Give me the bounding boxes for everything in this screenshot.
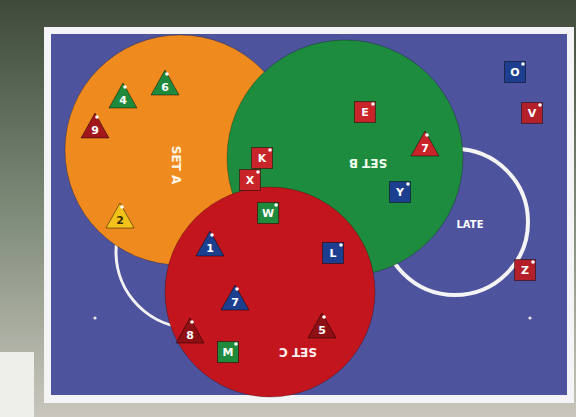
square-piece: Z xyxy=(514,259,536,281)
pin-dot xyxy=(528,316,531,319)
square-shape xyxy=(355,102,376,123)
piece-label: 6 xyxy=(161,82,169,93)
triangle-shape xyxy=(151,70,179,95)
pin-dot xyxy=(120,205,124,209)
pin-dot xyxy=(95,115,99,119)
pin-dot xyxy=(93,316,96,319)
square-shape xyxy=(240,170,261,191)
triangle-piece: 7 xyxy=(410,130,440,157)
square-shape xyxy=(323,243,344,264)
set-label: SET B xyxy=(349,157,387,169)
triangle-piece: 9 xyxy=(80,112,110,139)
piece-label: W xyxy=(262,208,274,219)
pin-dot xyxy=(234,342,238,346)
pin-dot xyxy=(210,233,214,237)
square-piece: M xyxy=(217,341,239,363)
pin-dot xyxy=(521,62,525,66)
set-label: SET C xyxy=(279,346,317,358)
pin-dot xyxy=(406,182,410,186)
pin-dot xyxy=(274,203,278,207)
pin-dot xyxy=(425,133,429,137)
square-piece: W xyxy=(257,202,279,224)
square-piece: Y xyxy=(389,181,411,203)
pin-dot xyxy=(322,315,326,319)
piece-label: M xyxy=(223,347,234,358)
triangle-piece: 7 xyxy=(220,284,250,311)
piece-label: K xyxy=(258,153,267,164)
piece-label: 7 xyxy=(421,143,429,154)
square-shape xyxy=(218,342,239,363)
triangle-piece: 8 xyxy=(175,317,205,344)
pin-dot xyxy=(256,170,260,174)
square-piece: V xyxy=(521,102,543,124)
set-label: SET A xyxy=(170,146,182,185)
triangle-shape xyxy=(176,318,204,343)
pin-dot xyxy=(165,72,169,76)
piece-label: 4 xyxy=(119,95,127,106)
piece-label: Z xyxy=(521,265,529,276)
square-shape xyxy=(252,148,273,169)
pin-dot xyxy=(235,287,239,291)
piece-label: V xyxy=(528,108,537,119)
piece-label: L xyxy=(329,248,336,259)
piece-label: X xyxy=(246,175,254,186)
triangle-piece: 5 xyxy=(307,312,337,339)
triangle-shape xyxy=(106,203,134,228)
piece-label: O xyxy=(510,67,519,78)
board-frame xyxy=(44,27,574,403)
square-piece: O xyxy=(504,61,526,83)
triangle-piece: 2 xyxy=(105,202,135,229)
piece-label: 2 xyxy=(116,215,124,226)
pin-dot xyxy=(268,148,272,152)
square-piece: E xyxy=(354,101,376,123)
square-shape xyxy=(522,103,543,124)
piece-label: 1 xyxy=(206,243,214,254)
paper-sheet xyxy=(0,352,34,417)
triangle-shape xyxy=(411,131,439,156)
square-shape xyxy=(390,182,411,203)
pin-dot xyxy=(531,260,535,264)
piece-label: 9 xyxy=(91,125,99,136)
piece-label: Y xyxy=(396,187,404,198)
square-shape xyxy=(515,260,536,281)
piece-label: 7 xyxy=(231,297,239,308)
piece-label: E xyxy=(361,107,369,118)
triangle-piece: 1 xyxy=(195,230,225,257)
triangle-piece: 6 xyxy=(150,69,180,96)
pin-dot xyxy=(123,85,127,89)
piece-label: 5 xyxy=(318,325,326,336)
circle-shape xyxy=(165,187,375,397)
piece-label: 8 xyxy=(186,330,194,341)
pin-dot xyxy=(339,243,343,247)
square-piece: K xyxy=(251,147,273,169)
triangle-shape xyxy=(196,231,224,256)
square-piece: X xyxy=(239,169,261,191)
triangle-shape xyxy=(308,313,336,338)
triangle-shape xyxy=(221,285,249,310)
square-shape xyxy=(505,62,526,83)
circle-shape xyxy=(382,149,528,295)
square-piece: L xyxy=(322,242,344,264)
square-shape xyxy=(257,203,278,224)
triangle-shape xyxy=(81,113,109,138)
pin-dot xyxy=(538,103,542,107)
triangle-piece: 4 xyxy=(108,82,138,109)
pin-dot xyxy=(371,102,375,106)
pin-dot xyxy=(190,320,194,324)
set-label: LATE xyxy=(457,220,484,230)
triangle-shape xyxy=(109,83,137,108)
